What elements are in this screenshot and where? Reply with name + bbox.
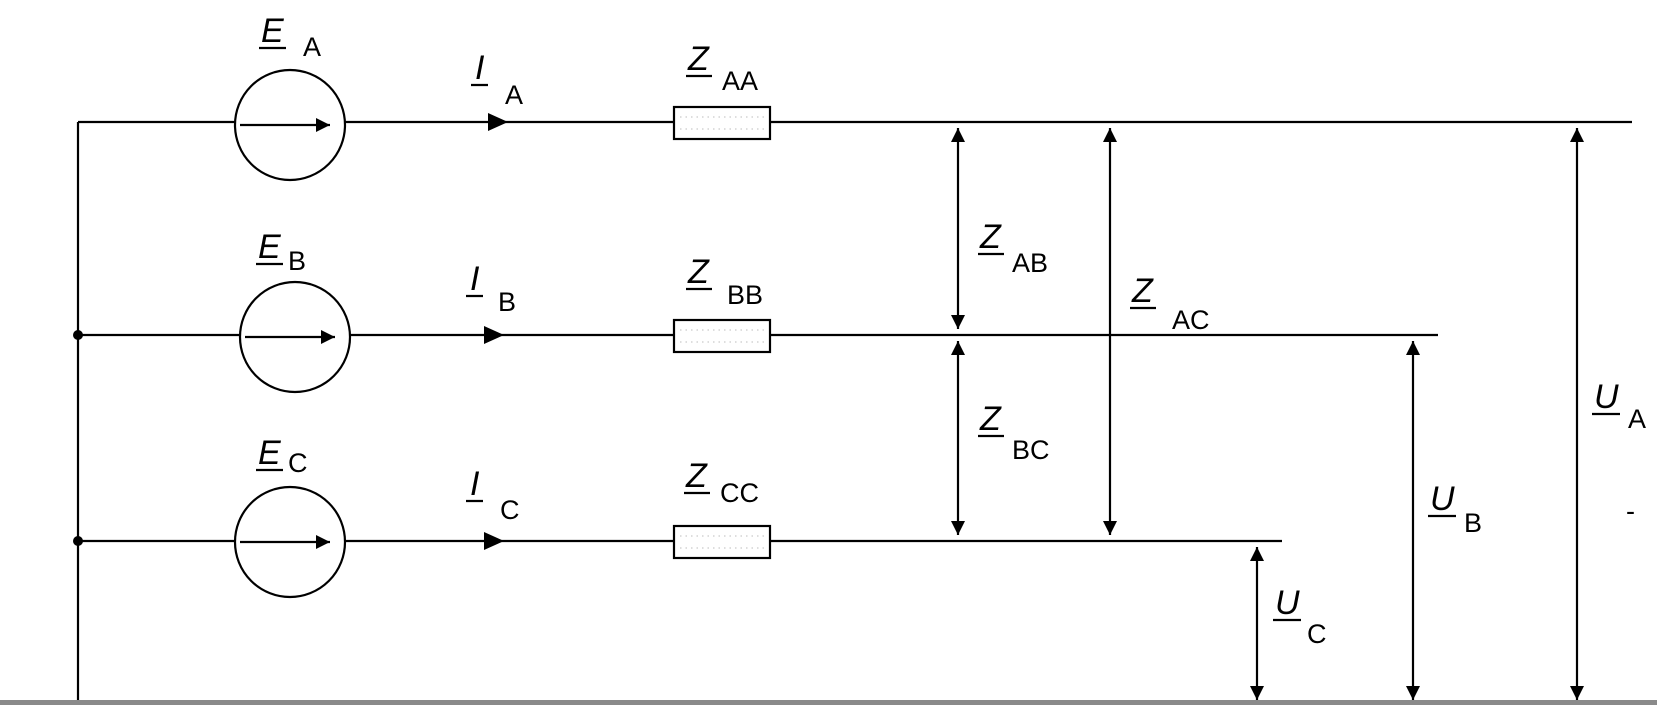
svg-text:E: E <box>258 434 281 472</box>
label-zbc: Z BC <box>978 400 1050 465</box>
label-zab: Z AB <box>978 218 1048 278</box>
svg-text:I: I <box>470 465 480 503</box>
svg-text:CC: CC <box>720 478 759 508</box>
svg-text:Z: Z <box>687 40 710 78</box>
svg-text:Z: Z <box>1131 272 1154 310</box>
current-arrow-c <box>484 532 504 550</box>
svg-text:B: B <box>498 287 516 317</box>
svg-text:C: C <box>1307 619 1327 649</box>
label-zbb: Z BB <box>686 253 763 310</box>
svg-text:C: C <box>288 448 308 478</box>
svg-text:BC: BC <box>1012 435 1050 465</box>
source-a <box>233 68 347 182</box>
svg-text:B: B <box>1464 508 1482 538</box>
label-ub: U B <box>1428 480 1482 538</box>
svg-text:C: C <box>500 495 520 525</box>
label-zcc: Z CC <box>684 457 759 508</box>
svg-text:A: A <box>1628 404 1646 434</box>
svg-text:Z: Z <box>979 400 1002 438</box>
label-eb: E B <box>256 228 306 276</box>
svg-text:Z: Z <box>687 253 710 291</box>
current-arrow-b <box>484 326 504 344</box>
resistor-bb <box>672 318 772 354</box>
stray-mark: - <box>1626 496 1635 526</box>
label-ic: I C <box>466 465 520 525</box>
bottom-border <box>0 700 1657 705</box>
svg-text:AC: AC <box>1172 305 1210 335</box>
label-ua: U A <box>1592 378 1646 434</box>
source-c <box>233 485 347 599</box>
svg-text:E: E <box>258 228 281 266</box>
source-b <box>238 280 352 394</box>
svg-text:I: I <box>475 49 485 87</box>
svg-text:U: U <box>1594 378 1619 416</box>
svg-text:U: U <box>1430 480 1455 518</box>
svg-text:AA: AA <box>722 66 758 96</box>
label-ec: E C <box>256 434 308 478</box>
label-zaa: Z AA <box>686 40 758 96</box>
svg-text:E: E <box>261 12 284 50</box>
svg-text:BB: BB <box>727 280 763 310</box>
svg-text:U: U <box>1275 584 1300 622</box>
svg-text:A: A <box>303 32 321 62</box>
svg-text:I: I <box>470 260 480 298</box>
svg-text:Z: Z <box>979 218 1002 256</box>
current-arrow-a <box>488 113 508 131</box>
svg-text:B: B <box>288 246 306 276</box>
label-ib: I B <box>466 260 516 317</box>
svg-text:Z: Z <box>685 457 708 495</box>
label-uc: U C <box>1273 584 1327 649</box>
label-ea: E A <box>259 12 321 62</box>
label-zac: Z AC <box>1130 272 1210 335</box>
resistor-aa <box>672 105 772 141</box>
svg-text:A: A <box>505 80 523 110</box>
svg-text:AB: AB <box>1012 248 1048 278</box>
resistor-cc <box>672 524 772 560</box>
label-ia: I A <box>471 49 523 110</box>
